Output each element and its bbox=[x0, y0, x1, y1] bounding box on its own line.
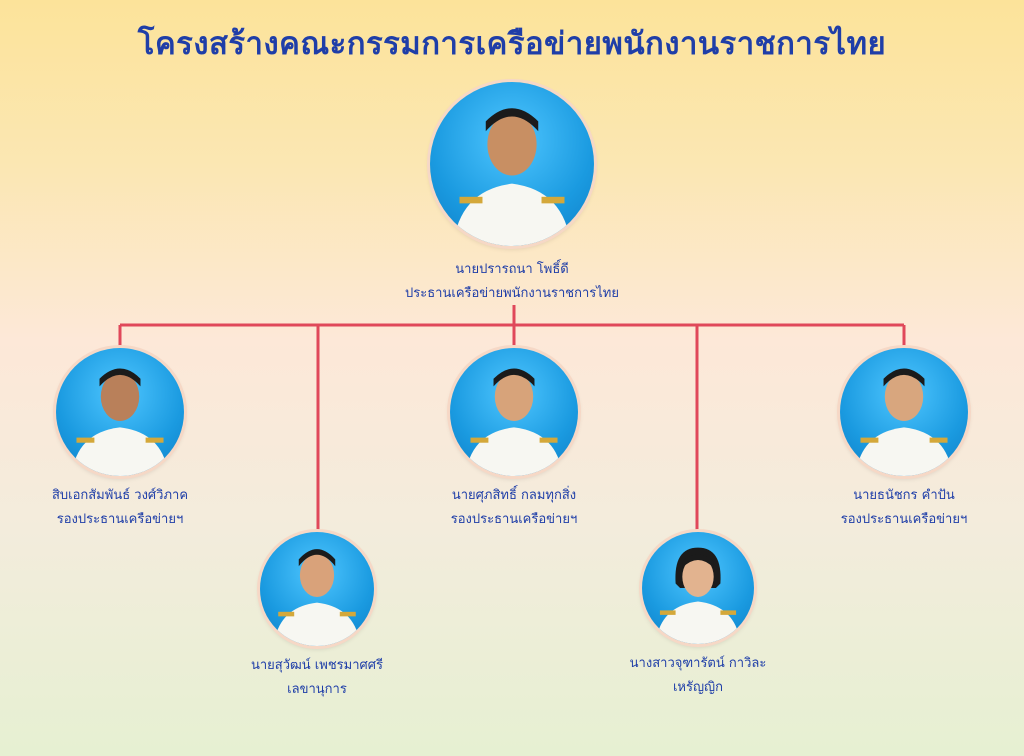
vice-chair-3-caption: นายธนัชกร คำปัน รองประธานเครือข่ายฯ bbox=[784, 484, 1024, 532]
vice-chair-3-photo bbox=[840, 348, 968, 476]
vice-chair-1-photo bbox=[56, 348, 184, 476]
chairman-name: นายปรารถนา โพธิ์ดี bbox=[455, 262, 569, 277]
vice-chair-3-name: นายธนัชกร คำปัน bbox=[853, 488, 955, 503]
vice-chair-2-photo bbox=[450, 348, 578, 476]
vice-chair-2-role: รองประธานเครือข่ายฯ bbox=[450, 512, 578, 527]
vice-chair-1-role: รองประธานเครือข่ายฯ bbox=[56, 512, 184, 527]
secretary-role: เลขานุการ bbox=[287, 682, 347, 697]
vice-chair-2-name: นายศุภสิทธิ์ กลมทุกสิ่ง bbox=[451, 488, 577, 503]
chairman-role: ประธานเครือข่ายพนักงานราชการไทย bbox=[405, 286, 619, 301]
secretary-photo bbox=[260, 532, 374, 646]
chairman-photo bbox=[430, 82, 594, 246]
chairman-caption: นายปรารถนา โพธิ์ดี ประธานเครือข่ายพนักงา… bbox=[362, 258, 662, 306]
secretary-name: นายสุวัฒน์ เพชรมาศศรี bbox=[251, 658, 383, 673]
vice-chair-3-role: รองประธานเครือข่ายฯ bbox=[840, 512, 968, 527]
vice-chair-1-name: สิบเอกสัมพันธ์ วงศ์วิภาค bbox=[51, 488, 189, 503]
treasurer-role: เหรัญญิก bbox=[672, 680, 724, 695]
secretary-caption: นายสุวัฒน์ เพชรมาศศรี เลขานุการ bbox=[197, 654, 437, 702]
vice-chair-2-caption: นายศุภสิทธิ์ กลมทุกสิ่ง รองประธานเครือข่… bbox=[394, 484, 634, 532]
chart-title: โครงสร้างคณะกรรมการเครือข่ายพนักงานราชกา… bbox=[137, 26, 887, 62]
vice-chair-1-caption: สิบเอกสัมพันธ์ วงศ์วิภาค รองประธานเครือข… bbox=[0, 484, 240, 532]
treasurer-name: นางสาวจุฑารัตน์ กาวิละ bbox=[629, 656, 767, 671]
treasurer-photo bbox=[642, 532, 754, 644]
treasurer-caption: นางสาวจุฑารัตน์ กาวิละ เหรัญญิก bbox=[578, 652, 818, 700]
